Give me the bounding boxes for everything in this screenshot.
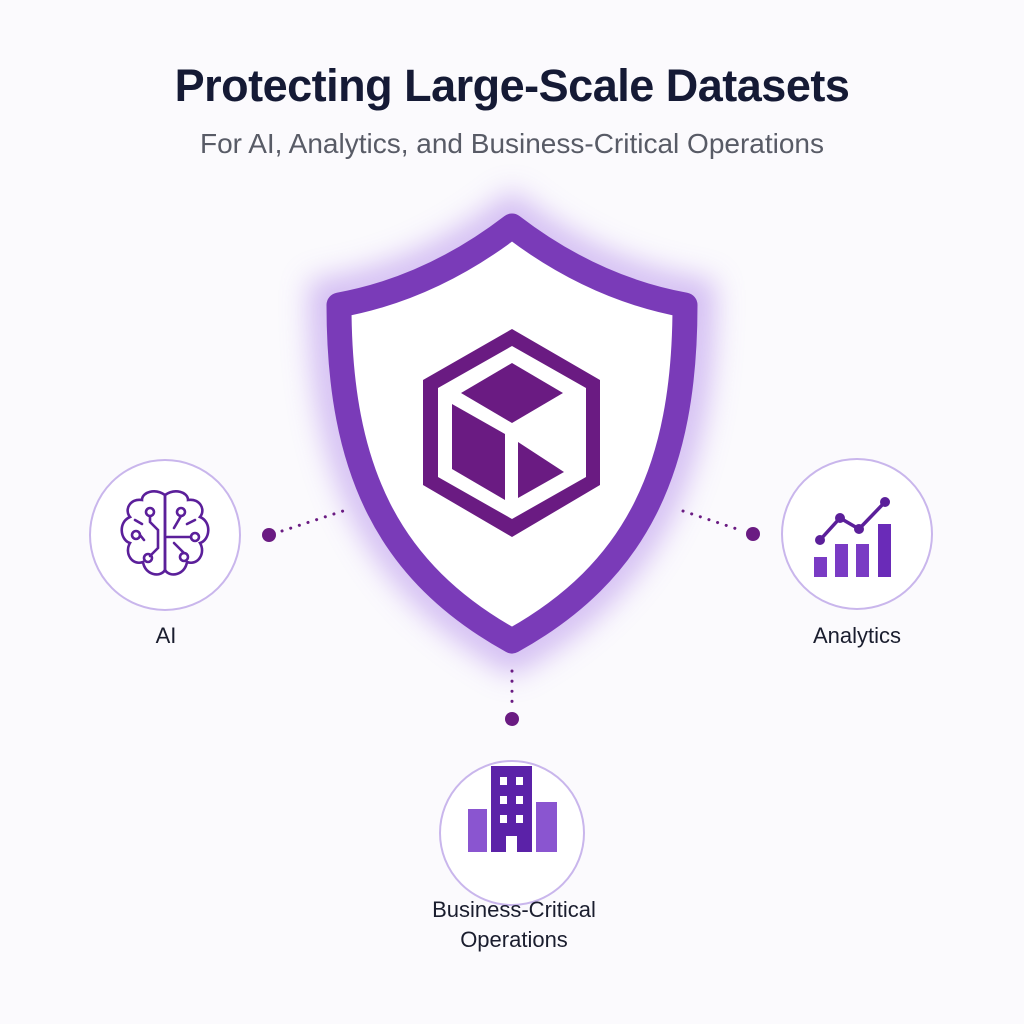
connector-analytics: [681, 509, 760, 541]
shield-icon: [326, 213, 698, 654]
connector-ai: [262, 509, 345, 542]
building-icon: [468, 766, 557, 852]
ai-node: [89, 459, 241, 611]
operations-node: [439, 760, 585, 906]
operations-label-line1: Business-Critical: [432, 897, 596, 922]
analytics-node: [781, 458, 933, 610]
operations-label-line2: Operations: [460, 927, 568, 952]
cube-icon: [423, 329, 600, 537]
chart-icon: [814, 497, 891, 577]
analytics-label: Analytics: [812, 623, 902, 648]
connector-operations: [505, 669, 519, 726]
ai-label: AI: [155, 623, 177, 648]
brain-circuit-icon: [120, 490, 210, 576]
page-title: Protecting Large-Scale Datasets: [174, 60, 850, 111]
page-subtitle: For AI, Analytics, and Business-Critical…: [199, 128, 825, 159]
